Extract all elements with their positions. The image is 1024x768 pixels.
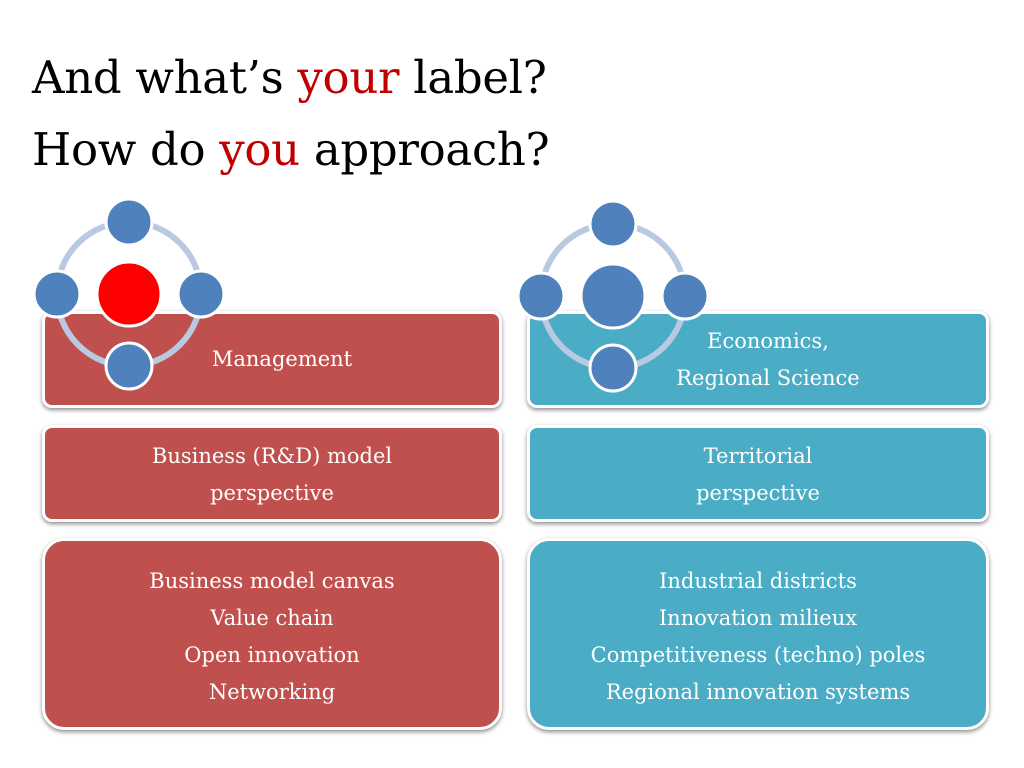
list-item: Innovation milieux [658,606,858,630]
top-node [588,199,638,249]
list-item: Business model canvas [149,569,395,593]
top-node [104,197,154,247]
business-perspective-line-1: Business (R&D) model [151,444,393,468]
cycle-diagram-icon [513,196,713,396]
title-line-1: And what’s your label? [32,51,547,104]
territorial-perspective-box: Territorial perspective [527,425,989,522]
management-label: Management [211,347,353,371]
title-line-2: How do you approach? [32,123,550,176]
bottom-node [588,343,638,393]
cycle-diagram-svg [32,197,226,391]
business-perspective-line-2: perspective [210,481,334,505]
territorial-perspective-line-2: perspective [696,481,820,505]
left-node [516,271,566,321]
list-item: Value chain [210,606,334,630]
center-node [579,262,647,330]
bottom-node [104,341,154,391]
slide-title: And what’s your label? How do you approa… [32,42,550,186]
economics-box: Economics, Regional Science [527,311,989,408]
right-node [660,271,710,321]
economics-label-line-2: Regional Science [676,365,860,390]
cycle-diagram-highlighted-icon [29,194,229,394]
center-node-highlighted [95,260,163,328]
economics-items-box: Industrial districts Innovation milieux … [527,538,989,730]
management-items-box: Business model canvas Value chain Open i… [42,538,502,730]
list-item: Industrial districts [659,569,857,593]
list-item: Networking [208,680,336,704]
right-node [176,269,226,319]
title-highlight-you: you [219,123,300,176]
territorial-perspective-line-1: Territorial [703,444,813,468]
cycle-diagram-svg [516,199,710,393]
list-item: Open innovation [184,643,360,667]
list-item: Competitiveness (techno) poles [590,643,926,667]
economics-label-line-1: Economics, [707,328,829,353]
title-highlight-your: your [297,51,400,104]
list-item: Regional innovation systems [605,680,911,704]
left-node [32,269,82,319]
business-perspective-box: Business (R&D) model perspective [42,425,502,522]
